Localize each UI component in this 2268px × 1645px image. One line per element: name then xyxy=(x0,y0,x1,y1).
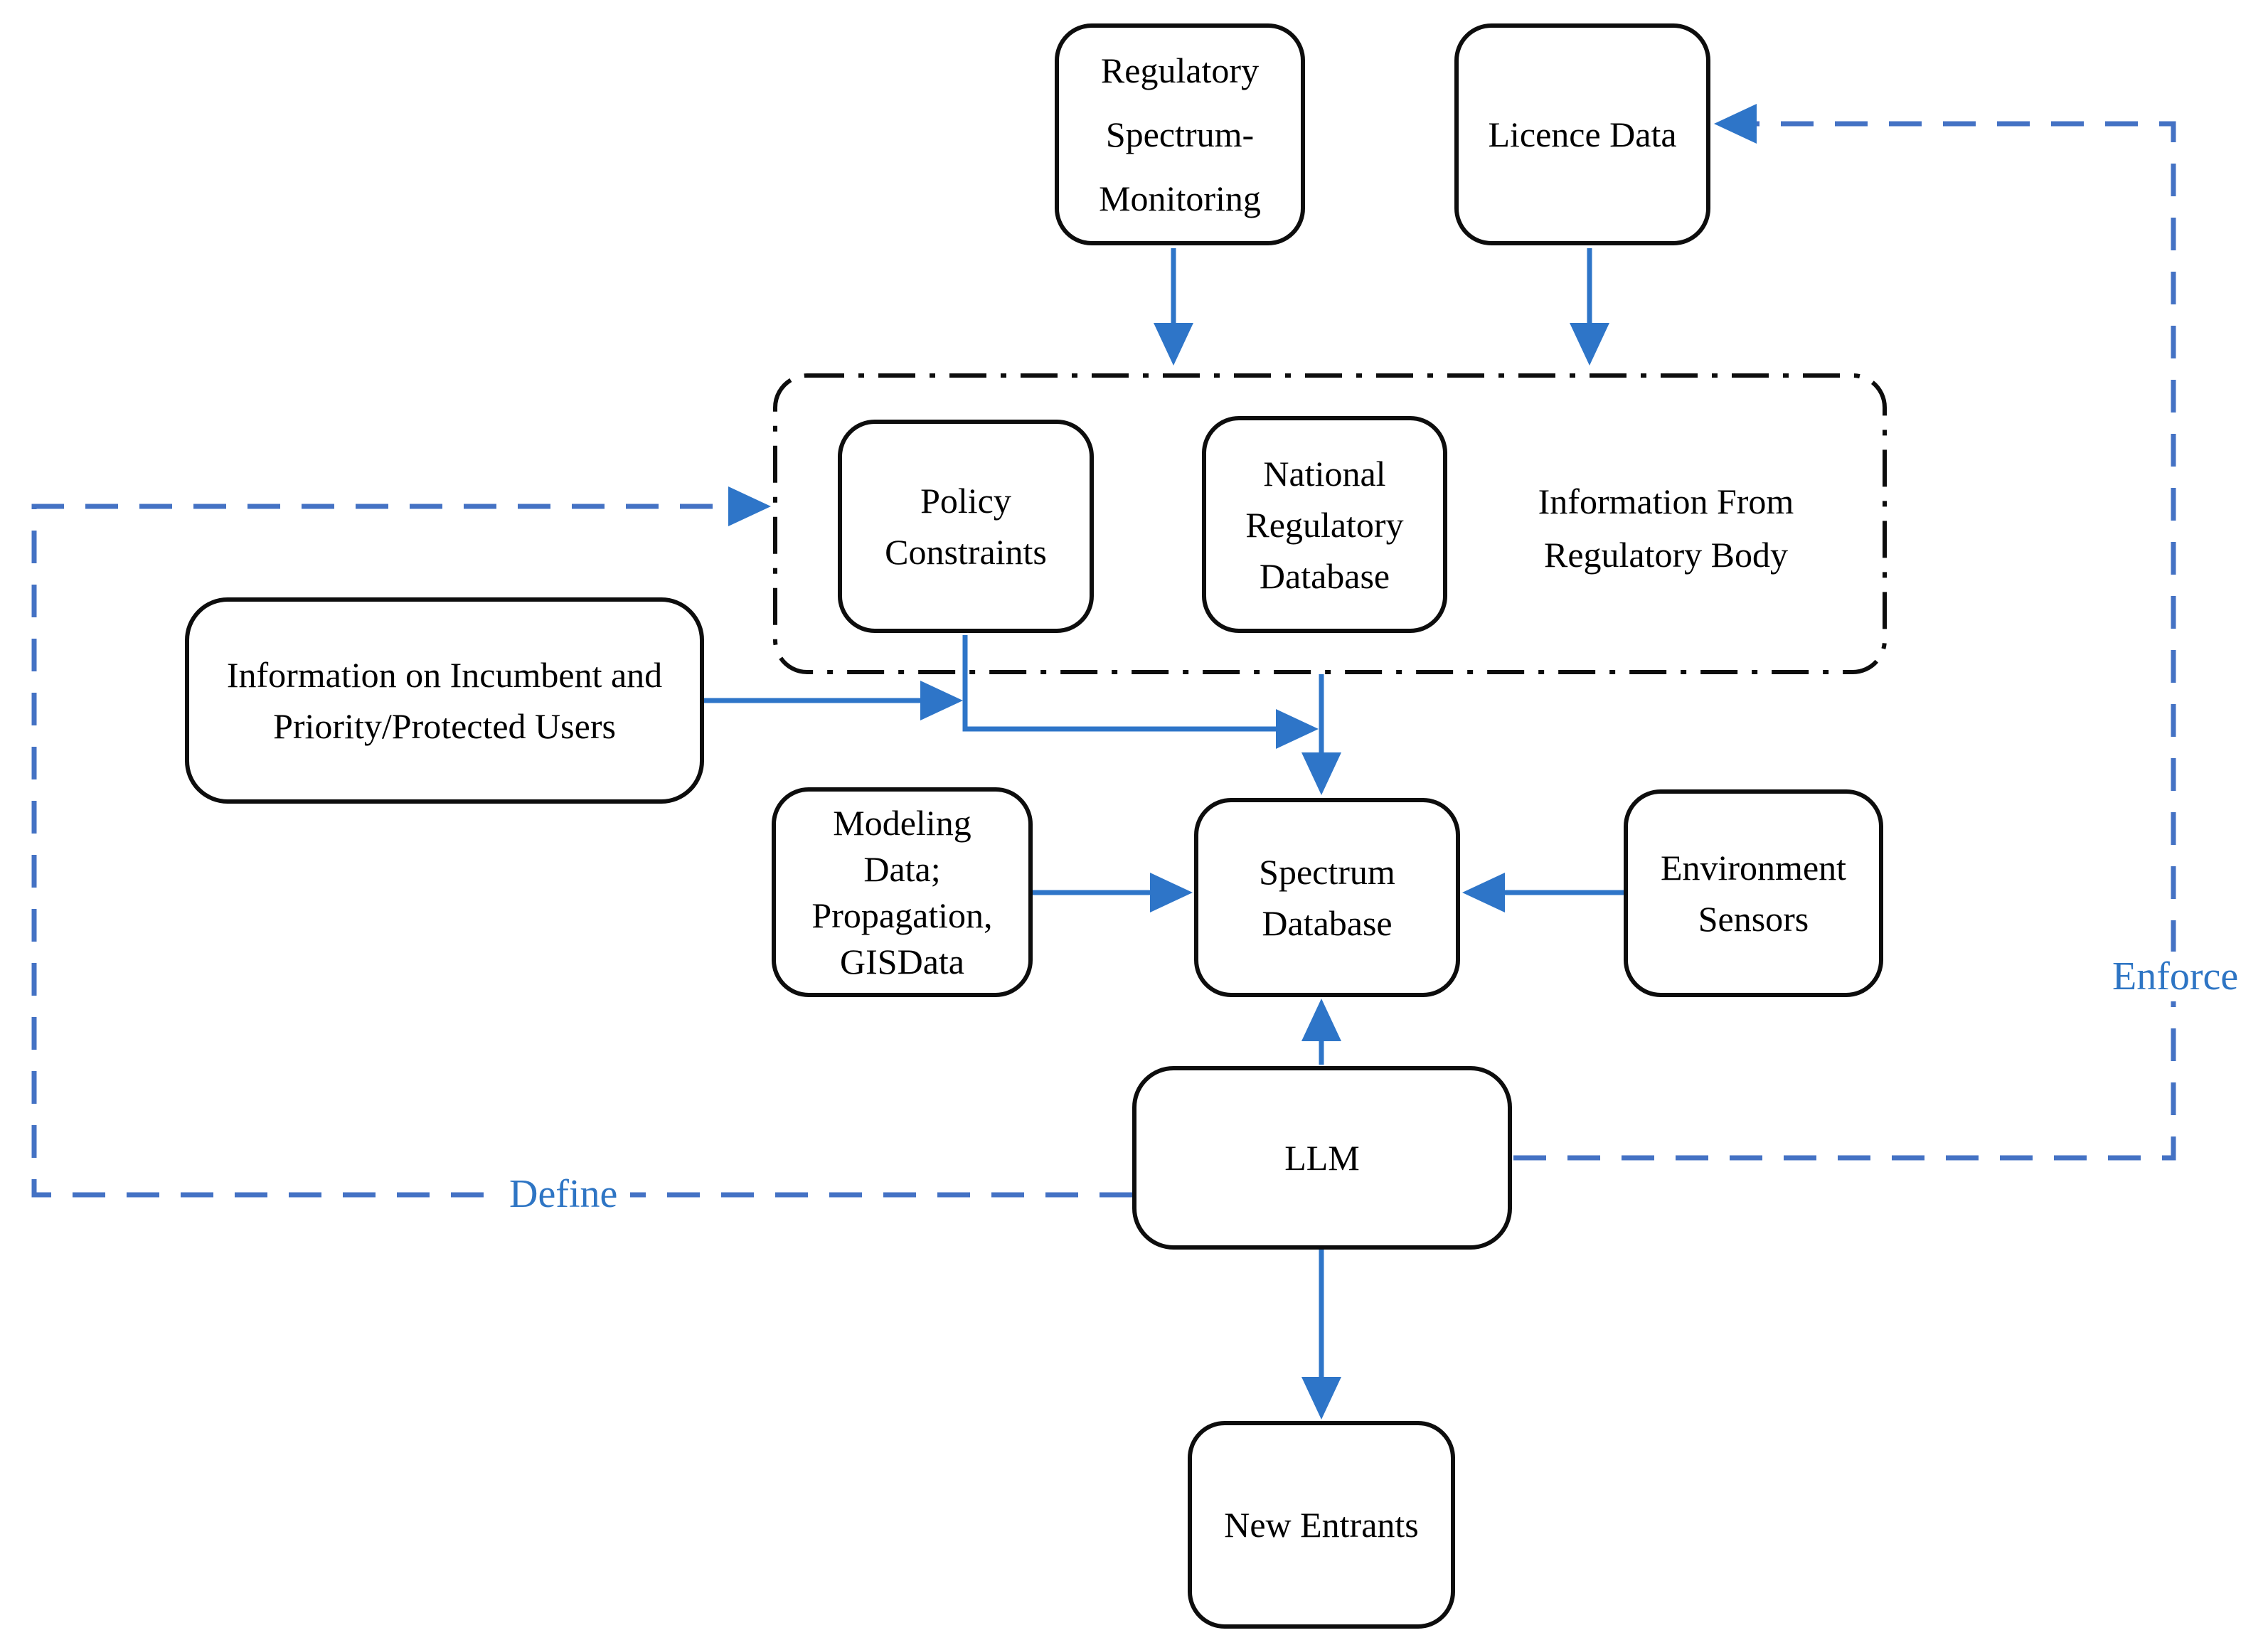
arrow-policy-constraints-to-merge xyxy=(962,635,1277,732)
node-regulatory-spectrum-monitoring: Regulatory Spectrum- Monitoring xyxy=(1055,23,1305,245)
edge-label-define: Define xyxy=(496,1169,631,1219)
node-policy-constraints: Policy Constraints xyxy=(838,420,1094,633)
arrowhead-up-icon xyxy=(1301,999,1341,1041)
node-text-line: Modeling xyxy=(833,802,971,843)
dashed-enforce-path xyxy=(1513,121,2176,1161)
node-text-line: Policy xyxy=(920,481,1011,521)
node-text-line: Constraints xyxy=(885,532,1047,572)
node-text-line: Database xyxy=(1259,555,1390,596)
node-national-regulatory-database: National Regulatory Database xyxy=(1202,416,1447,633)
arrowhead-left-icon xyxy=(1462,873,1505,912)
node-text-line: GISData xyxy=(840,941,964,981)
arrowhead-right-icon xyxy=(920,681,963,720)
label-text-line: Regulatory Body xyxy=(1543,535,1789,575)
node-text-line: Environment xyxy=(1660,848,1847,888)
node-text-line: National xyxy=(1263,453,1386,494)
node-environment-sensors: Environment Sensors xyxy=(1624,789,1883,997)
node-text-line: Monitoring xyxy=(1099,179,1261,218)
node-spectrum-database: Spectrum Database xyxy=(1194,798,1460,997)
node-llm: LLM xyxy=(1132,1066,1512,1250)
node-text-line: Licence Data xyxy=(1488,115,1677,154)
node-text-line: Database xyxy=(1262,903,1393,943)
arrowhead-right-icon xyxy=(1276,709,1319,749)
node-text-line: Regulatory xyxy=(1100,50,1260,90)
node-text-line: Information on Incumbent and xyxy=(226,655,663,695)
label-text-line: Information From xyxy=(1538,481,1794,521)
node-text-line: LLM xyxy=(1284,1138,1360,1178)
node-text-line: New Entrants xyxy=(1224,1505,1419,1545)
node-text-line: Regulatory xyxy=(1245,504,1404,545)
node-text-line: Spectrum- xyxy=(1105,115,1255,154)
node-text-line: Sensors xyxy=(1698,899,1809,939)
arrowhead-down-icon xyxy=(1301,1377,1341,1420)
label-information-from-regulatory-body: Information From Regulatory Body xyxy=(1462,461,1870,596)
arrowhead-down-icon xyxy=(1154,323,1193,366)
node-modeling-data: Modeling Data; Propagation, GISData xyxy=(772,787,1033,997)
arrowhead-right-icon xyxy=(1150,873,1193,912)
node-new-entrants: New Entrants xyxy=(1188,1421,1455,1629)
arrowhead-down-icon xyxy=(1570,323,1609,366)
arrowhead-right-icon xyxy=(728,486,771,526)
edge-label-enforce: Enforce xyxy=(2099,952,2252,1001)
node-licence-data: Licence Data xyxy=(1454,23,1710,245)
node-text-line: Spectrum xyxy=(1259,852,1395,892)
arrowhead-down-icon xyxy=(1301,752,1341,795)
node-incumbent-priority-users: Information on Incumbent and Priority/Pr… xyxy=(185,597,704,804)
regulatory-body-group-border xyxy=(773,373,1887,674)
node-text-line: Data; xyxy=(863,848,941,889)
node-text-line: Priority/Protected Users xyxy=(273,706,616,746)
node-text-line: Propagation, xyxy=(811,895,993,935)
arrowhead-left-icon xyxy=(1714,104,1757,144)
